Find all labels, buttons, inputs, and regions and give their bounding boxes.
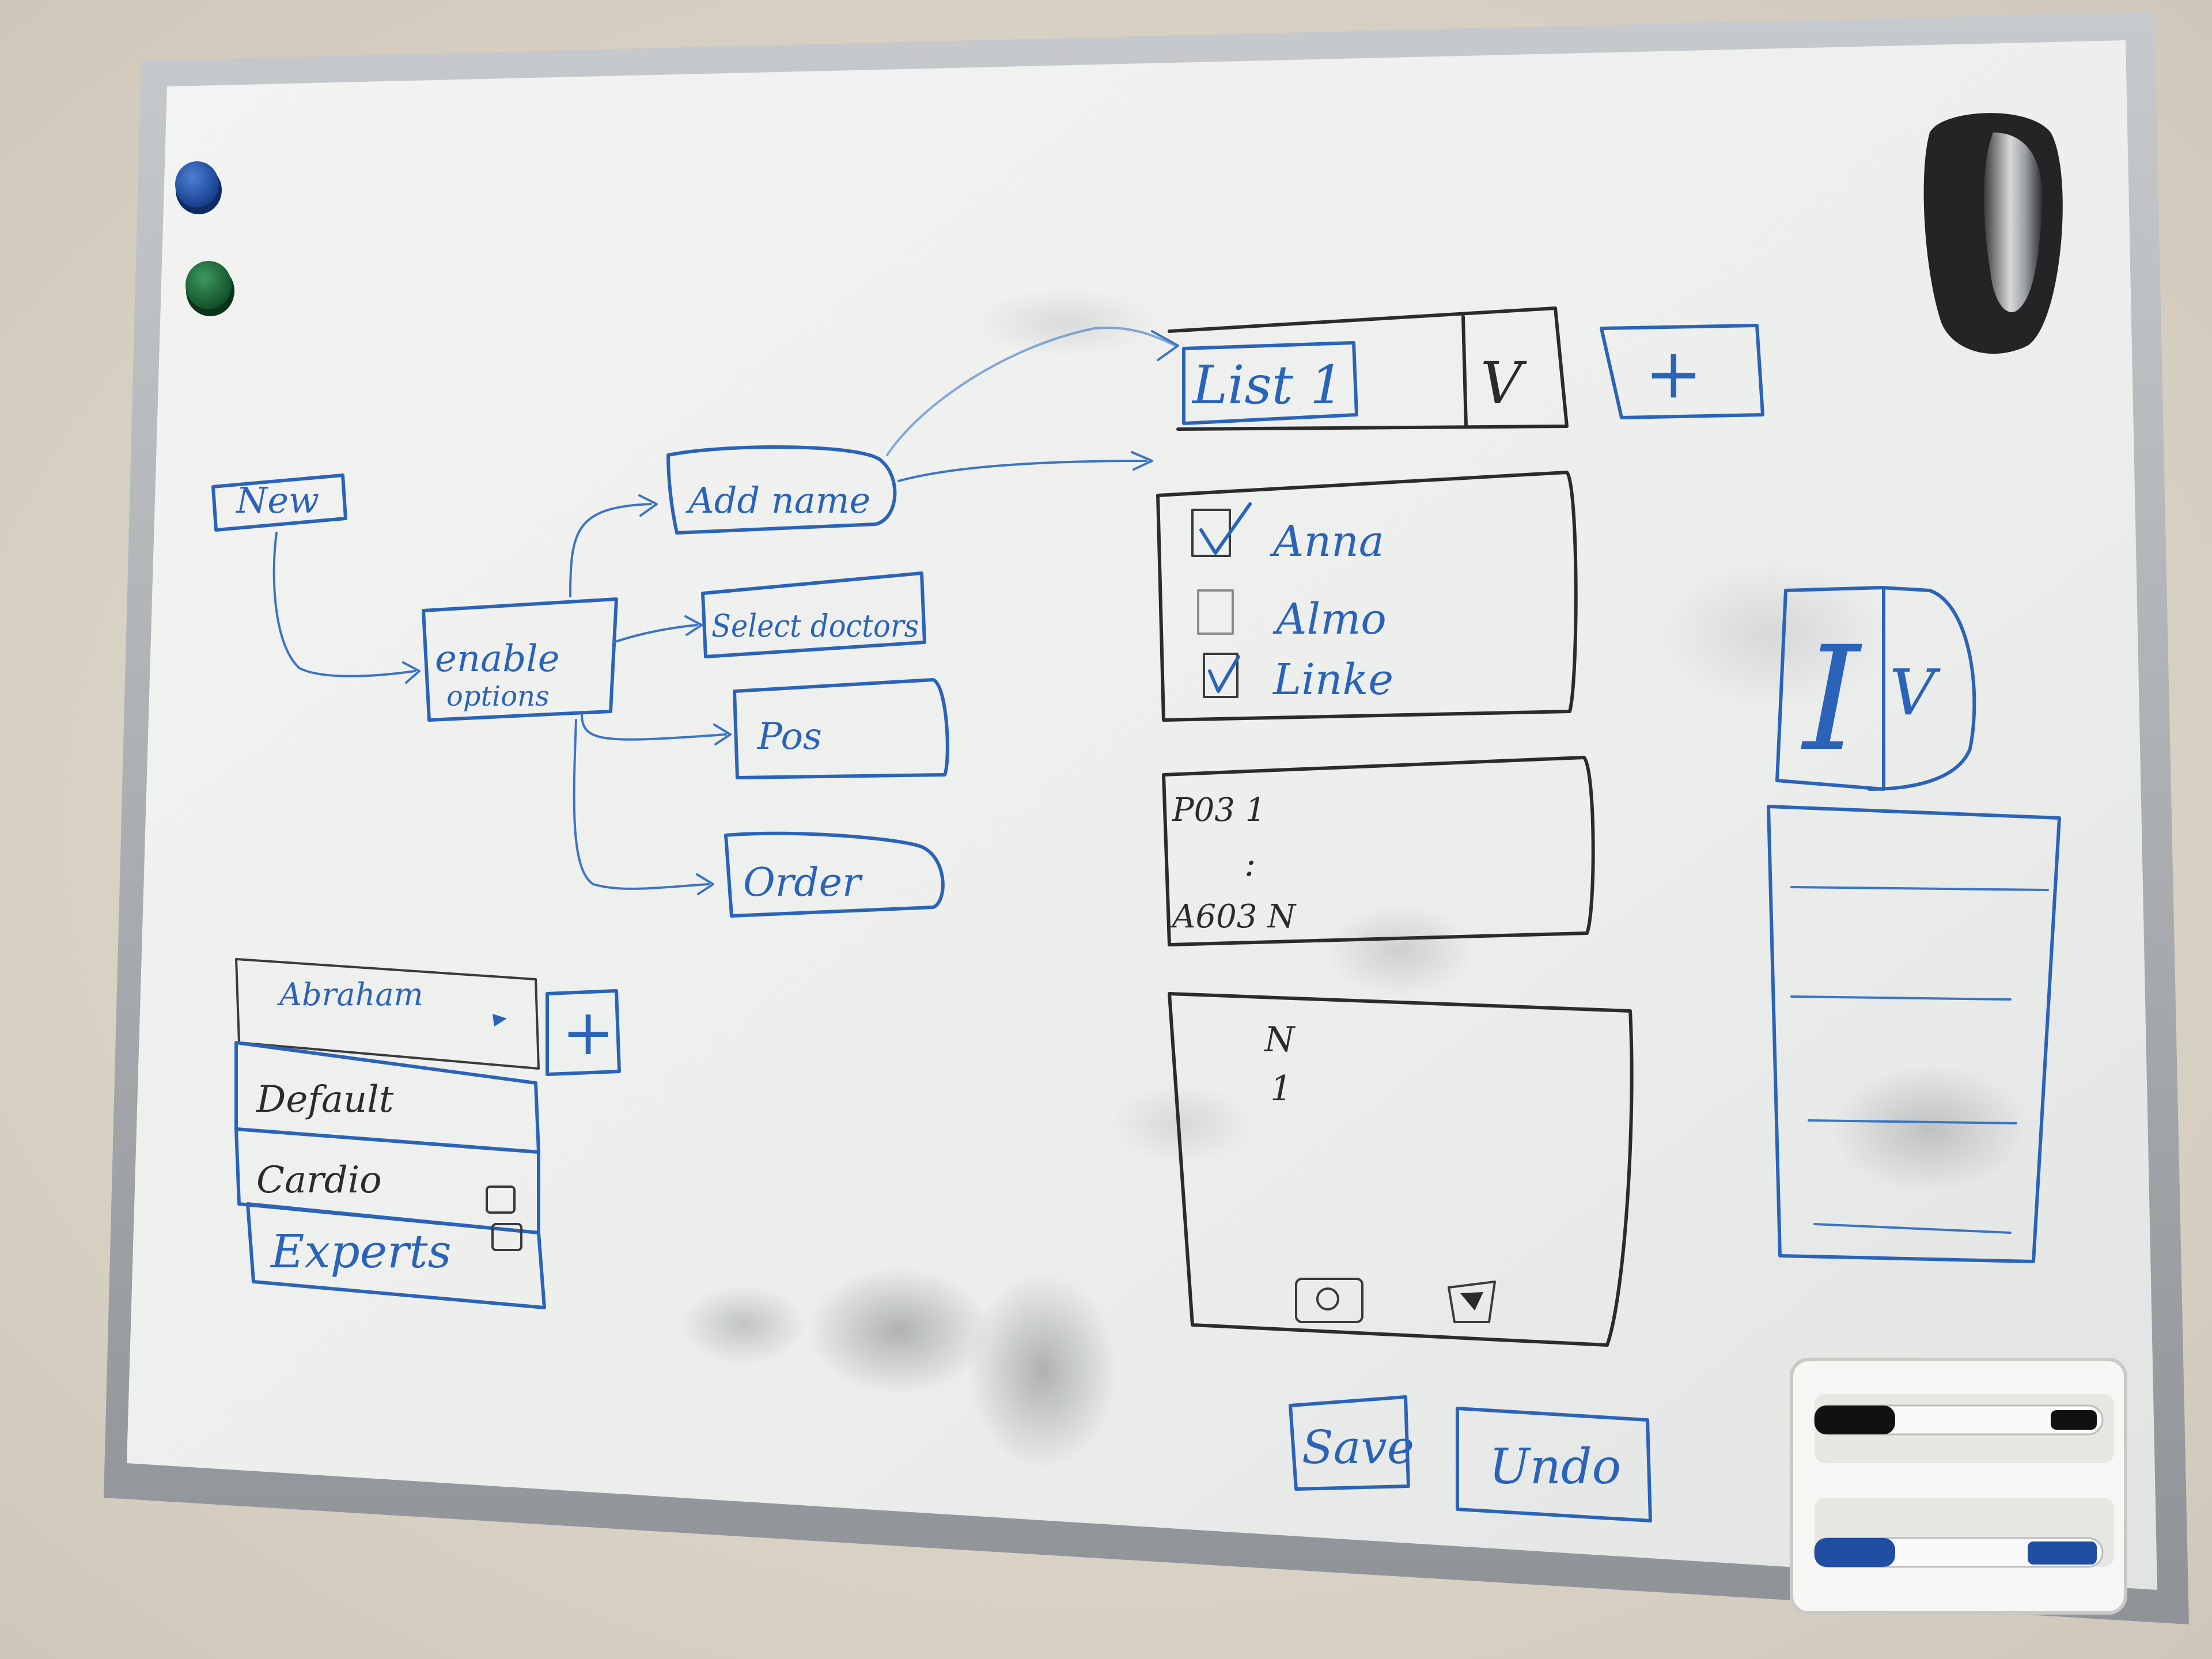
preview-box xyxy=(1168,992,1634,1347)
enable-options-box xyxy=(422,597,618,722)
order-box xyxy=(724,831,945,918)
options-label: options xyxy=(446,680,550,713)
order-label: Order xyxy=(743,860,863,906)
divider xyxy=(1808,1119,2017,1124)
pos-label: Pos xyxy=(757,715,822,758)
add-name-label: Add name xyxy=(685,479,870,521)
checkbox-icon[interactable] xyxy=(1197,589,1234,635)
group-item-label: Experts xyxy=(270,1225,452,1278)
action-buttons: Save Undo xyxy=(1289,1395,1652,1522)
flow-diagram: New enable options Add name Select docto… xyxy=(211,327,1179,918)
group-item-label: Default xyxy=(256,1078,394,1121)
add-doctor-plus: + xyxy=(562,995,615,1069)
list-item[interactable]: Linke xyxy=(1203,653,1393,704)
text-cursor-icon: I xyxy=(1801,615,1862,783)
new-connector xyxy=(272,532,416,677)
preview-top-glyph: N xyxy=(1263,1020,1296,1060)
undo-label: Undo xyxy=(1489,1438,1621,1495)
list-header: List 1 V + xyxy=(1168,306,1764,431)
list-item[interactable] xyxy=(246,1202,546,1309)
chevron-right-icon xyxy=(493,1014,507,1027)
preview-panel: N 1 xyxy=(1168,992,1634,1347)
checklist-item-label: Anna xyxy=(1270,517,1384,566)
order-list: P03 1 : A603 N xyxy=(1162,756,1595,946)
list-header-box xyxy=(1168,306,1569,431)
doctor-select-label: Abraham xyxy=(276,976,423,1013)
list-dropdown-icon[interactable]: V xyxy=(1480,350,1527,417)
trash-icon[interactable] xyxy=(486,1185,516,1214)
save-button[interactable] xyxy=(1289,1395,1410,1491)
divider xyxy=(1813,1223,2012,1234)
checkbox-icon[interactable] xyxy=(1203,653,1238,698)
new-label: New xyxy=(235,479,319,521)
right-dropdown-button[interactable] xyxy=(1868,586,1976,791)
circle-icon xyxy=(1316,1287,1339,1310)
board-surface xyxy=(127,40,2157,1590)
checklist-box xyxy=(1156,471,1578,722)
checklist: Anna Almo Linke xyxy=(1156,471,1578,722)
list-label: List 1 xyxy=(1191,354,1343,416)
add-name-box xyxy=(666,445,897,535)
preview-second-glyph: 1 xyxy=(1270,1069,1292,1109)
list-select-box[interactable] xyxy=(1182,341,1358,425)
checklist-item-label: Almo xyxy=(1272,594,1387,644)
right-list-box xyxy=(1767,805,2061,1263)
doctor-select-box[interactable] xyxy=(235,958,540,1070)
right-widget: I V xyxy=(1767,586,2061,1263)
trash-icon xyxy=(1460,1292,1483,1310)
save-label: Save xyxy=(1302,1421,1414,1474)
select-doctors-label: Select doctors xyxy=(711,608,919,644)
add-list-button[interactable] xyxy=(1600,324,1764,419)
add-list-plus: + xyxy=(1645,334,1703,414)
smudges xyxy=(680,288,2028,1469)
order-list-box xyxy=(1162,756,1595,946)
new-box xyxy=(211,474,347,532)
divider xyxy=(1790,886,2049,891)
prev-button[interactable] xyxy=(1295,1278,1363,1323)
left-panel: Abraham + Default Cardio Experts xyxy=(234,958,621,1309)
group-item-label: Cardio xyxy=(256,1159,382,1202)
eraser-icon xyxy=(1923,113,2063,354)
trash-button[interactable] xyxy=(1448,1281,1496,1323)
magnet-green-icon xyxy=(185,261,234,316)
marker-tray-icon xyxy=(1790,1358,2127,1615)
enable-label: enable xyxy=(435,638,560,680)
list-item[interactable]: Anna xyxy=(1191,502,1384,566)
checklist-item-label: Linke xyxy=(1272,655,1393,704)
pos-box xyxy=(733,678,949,779)
undo-button[interactable] xyxy=(1456,1407,1652,1522)
magnet-blue-icon xyxy=(175,161,222,214)
select-doctors-box xyxy=(701,571,926,658)
add-doctor-button[interactable] xyxy=(546,989,621,1076)
trash-icon[interactable] xyxy=(491,1223,522,1251)
divider xyxy=(1790,995,2012,1001)
order-last-row: A603 N xyxy=(1169,898,1297,935)
list-item[interactable]: Almo xyxy=(1197,589,1387,644)
right-dropdown-icon: V xyxy=(1889,656,1941,729)
order-first-row: P03 1 xyxy=(1172,791,1266,829)
order-ellipsis: : xyxy=(1244,844,1256,884)
